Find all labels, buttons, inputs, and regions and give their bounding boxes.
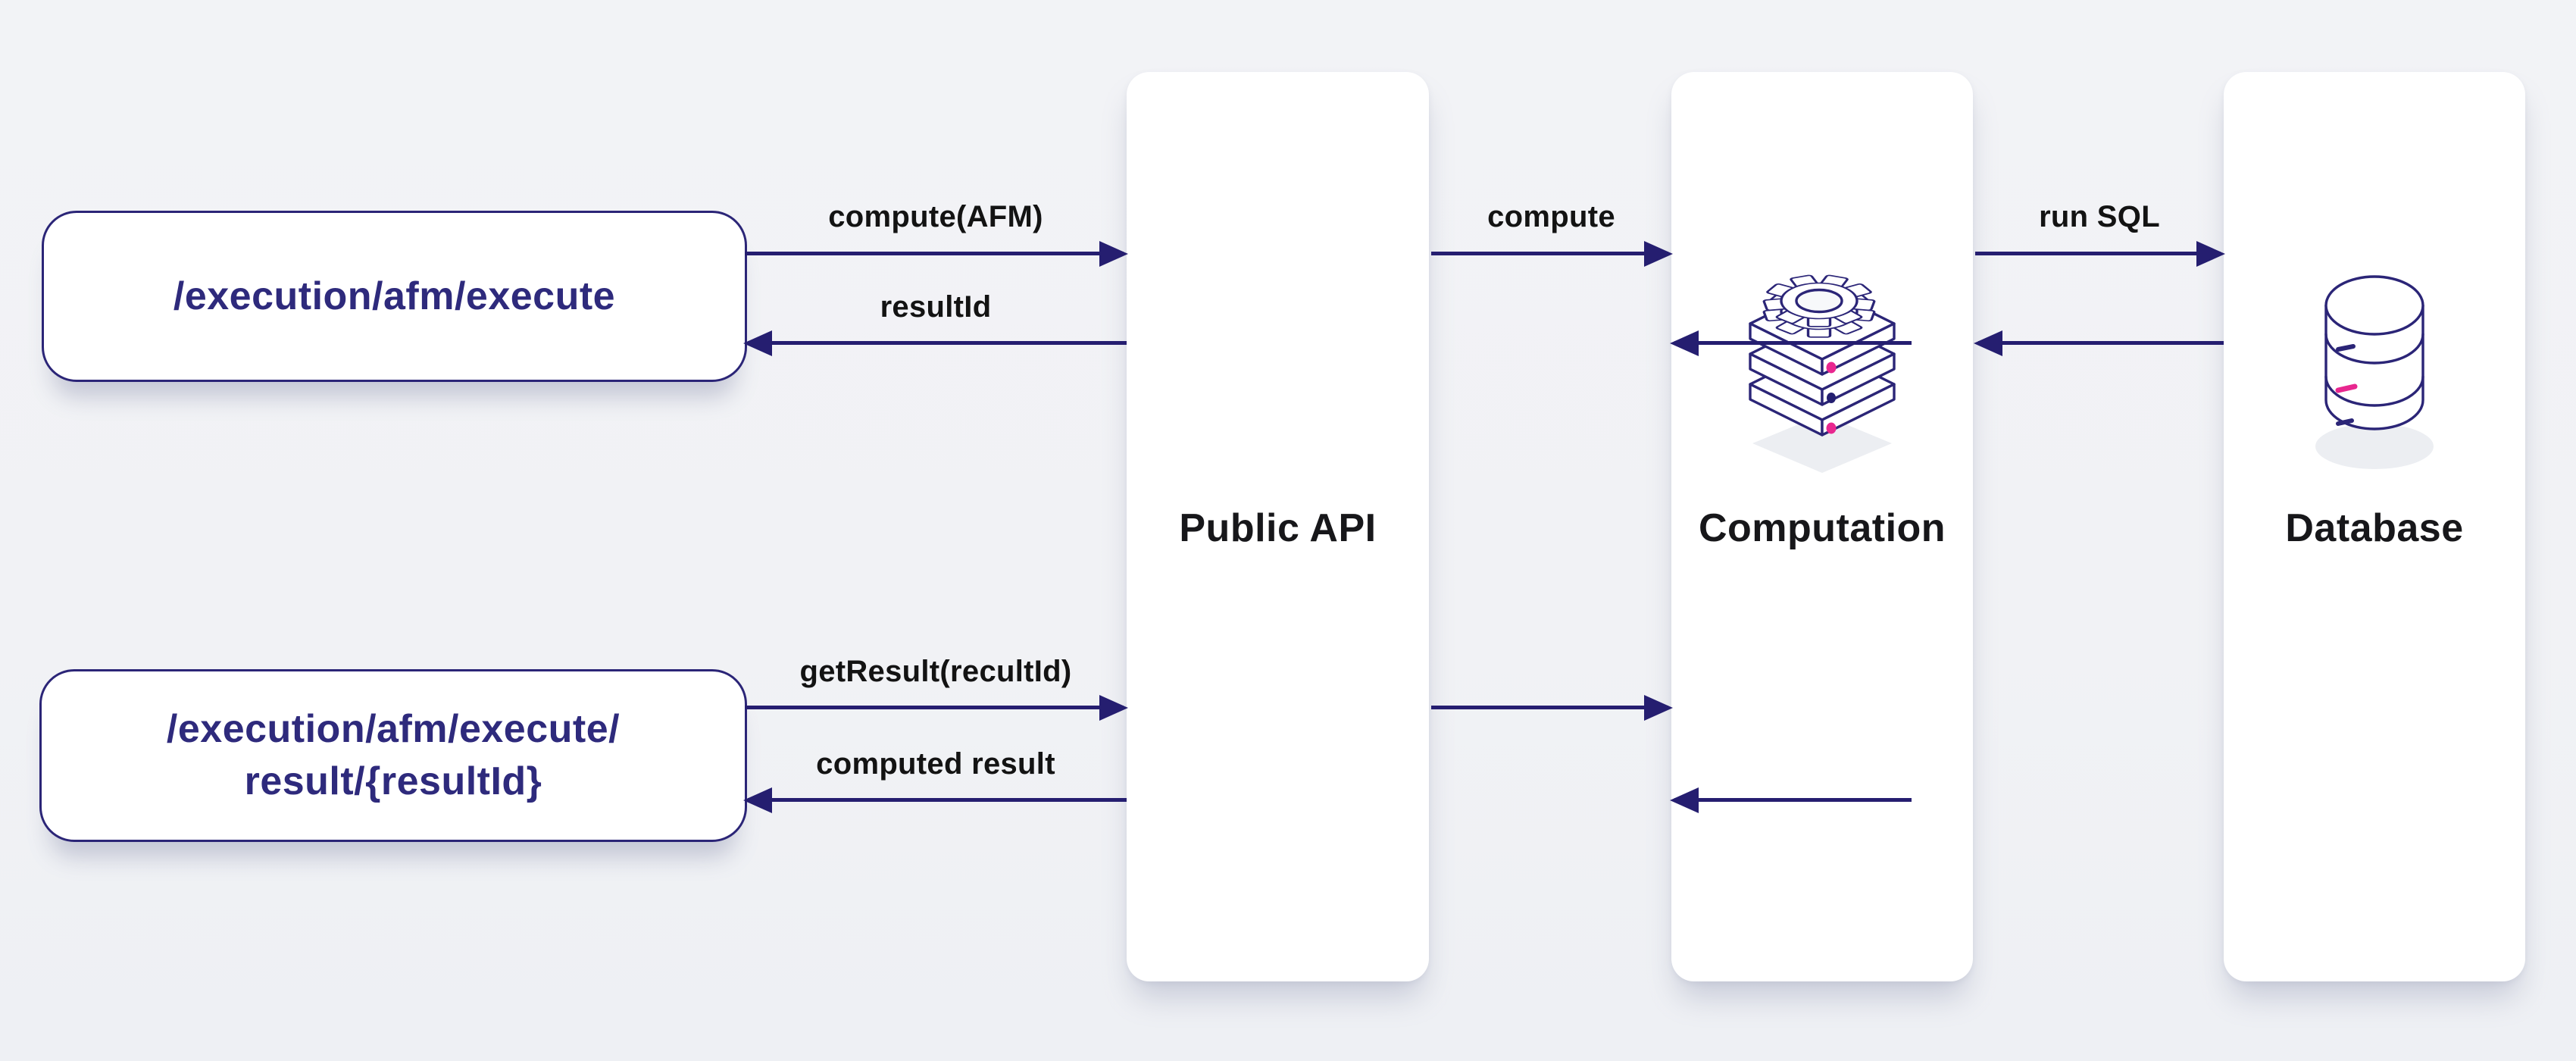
arrow-publicapi-to-execute xyxy=(748,341,1127,345)
arrow-publicapi-to-computation-top xyxy=(1431,252,1668,255)
endpoint-execute-label: /execution/afm/execute xyxy=(173,274,616,318)
arrow-publicapi-to-result xyxy=(748,798,1127,802)
label-computed-result: computed result xyxy=(816,747,1055,781)
label-get-result: getResult(recultId) xyxy=(799,655,1072,688)
endpoint-box-execute: /execution/afm/execute xyxy=(42,211,747,382)
panel-database: Database xyxy=(2224,72,2525,981)
label-run-sql: run SQL xyxy=(2039,200,2160,233)
arrow-computation-to-database xyxy=(1975,252,2221,255)
database-cylinder-icon xyxy=(2310,275,2439,476)
panel-computation-title: Computation xyxy=(1698,506,1946,550)
arrow-result-to-publicapi xyxy=(745,706,1124,709)
arrow-execute-to-publicapi xyxy=(745,252,1124,255)
label-compute: compute xyxy=(1487,200,1615,233)
panel-public-api: Public API xyxy=(1127,72,1429,981)
arrow-database-to-computation xyxy=(1978,341,2224,345)
panel-database-title: Database xyxy=(2285,506,2464,550)
arrow-computation-to-publicapi-bottom xyxy=(1674,798,1912,802)
endpoint-result-label-line2: result/{resultId} xyxy=(244,759,542,803)
panel-public-api-title: Public API xyxy=(1179,506,1377,550)
endpoint-box-result: /execution/afm/execute/ result/{resultId… xyxy=(39,669,747,842)
label-result-id: resultId xyxy=(880,290,992,324)
computation-stack-icon xyxy=(1739,263,1905,494)
endpoint-result-label-line1: /execution/afm/execute/ xyxy=(166,707,621,751)
arrow-publicapi-to-computation-bottom xyxy=(1431,706,1668,709)
label-compute-afm: compute(AFM) xyxy=(828,200,1043,233)
panel-computation: Computation xyxy=(1671,72,1973,981)
arrow-computation-to-publicapi-top xyxy=(1674,341,1912,345)
